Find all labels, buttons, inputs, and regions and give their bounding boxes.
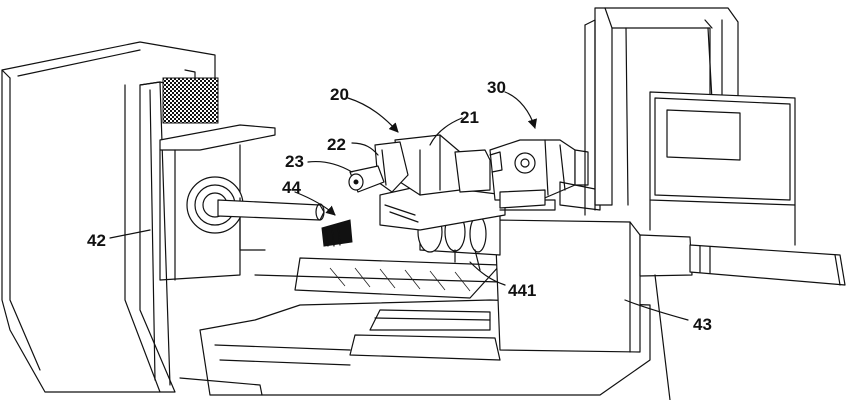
callout-arrows: [109, 91, 689, 321]
tool-bundle: [321, 219, 353, 247]
arrow-20: [347, 97, 399, 133]
leader-23: [307, 160, 353, 173]
leader-441: [469, 261, 506, 286]
control-monitor: [649, 91, 796, 246]
arrow-30: [504, 91, 538, 129]
tool-unit: [348, 134, 506, 231]
label-23: 23: [285, 152, 304, 171]
reference-labels: 20 21 22 23 30 42 43 44 441: [87, 78, 712, 334]
label-30: 30: [487, 78, 506, 97]
arrow-44: [294, 191, 336, 216]
tailstock: [494, 219, 846, 400]
spindle-shaft: [217, 199, 325, 221]
label-44: 44: [282, 178, 301, 197]
label-21: 21: [460, 108, 479, 127]
label-43: 43: [693, 315, 712, 334]
label-42: 42: [87, 231, 106, 250]
leader-22: [351, 142, 379, 156]
tool-unit-b: [489, 139, 601, 211]
label-20: 20: [330, 85, 349, 104]
leader-43: [624, 299, 689, 321]
label-441: 441: [508, 281, 536, 300]
vent-grille: [162, 77, 219, 124]
leader-21: [429, 117, 463, 146]
gantry-frame: [584, 7, 739, 216]
label-22: 22: [327, 135, 346, 154]
leader-42: [109, 229, 151, 239]
headstock-cabinet: [1, 41, 276, 393]
